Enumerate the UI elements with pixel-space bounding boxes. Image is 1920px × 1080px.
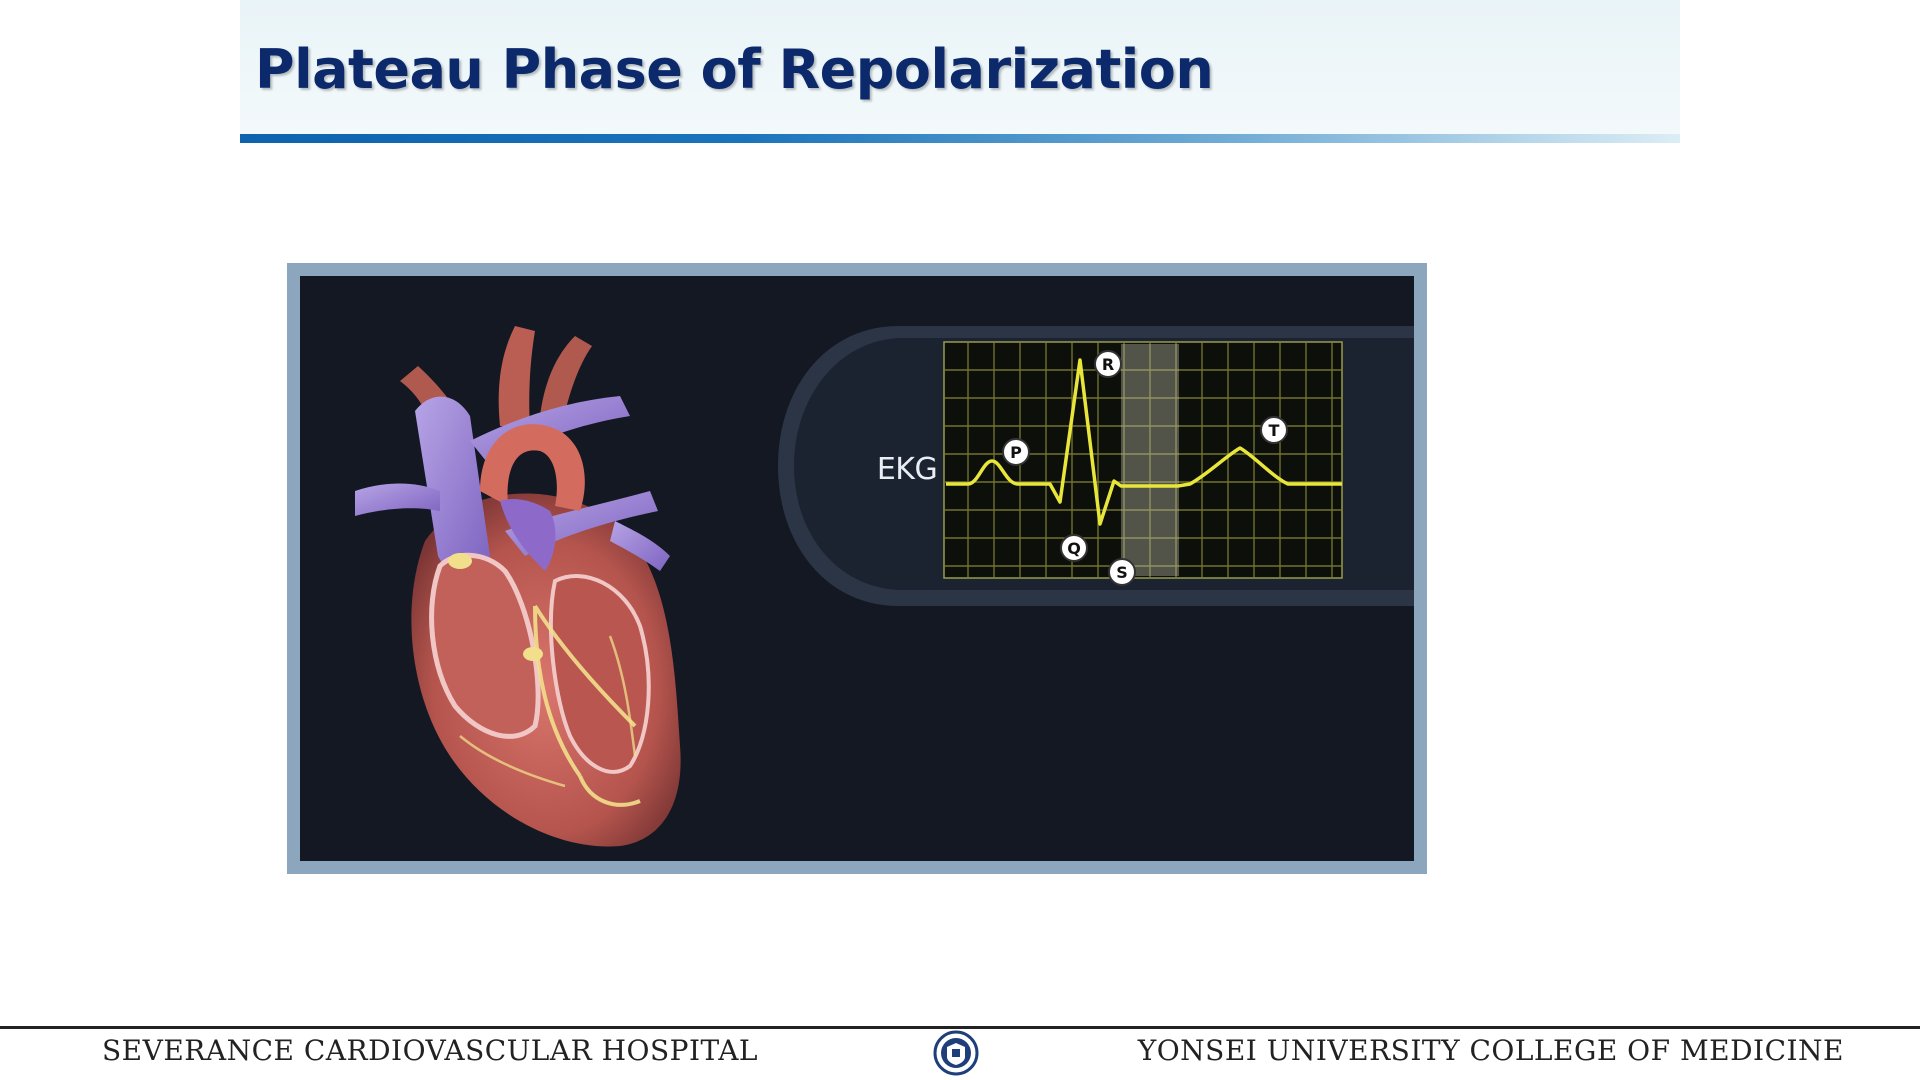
svg-text:T: T (1269, 421, 1280, 440)
wave-marker-q: Q (1060, 534, 1088, 562)
university-seal-icon (933, 1030, 979, 1076)
heart-ekg-illustration: EKG P Q R S (300, 276, 1414, 861)
footer-divider (0, 1026, 1920, 1029)
college-name: YONSEI UNIVERSITY COLLEGE OF MEDICINE (1137, 1034, 1844, 1067)
wave-marker-s: S (1108, 558, 1136, 586)
title-underline (240, 134, 1680, 143)
hospital-name: SEVERANCE CARDIOVASCULAR HOSPITAL (102, 1034, 759, 1067)
wave-marker-t: T (1260, 416, 1288, 444)
ekg-label: EKG (876, 452, 938, 487)
title-banner (240, 0, 1680, 136)
ekg-wave-markers: P Q R S T (1002, 350, 1288, 586)
svg-text:Q: Q (1067, 539, 1081, 558)
svg-text:P: P (1010, 443, 1022, 462)
svg-text:R: R (1102, 355, 1114, 374)
ekg-monitor (778, 326, 1414, 606)
slide-title: Plateau Phase of Repolarization (255, 38, 1214, 101)
figure-frame: EKG P Q R S (287, 263, 1427, 874)
svg-text:S: S (1116, 563, 1128, 582)
wave-marker-r: R (1094, 350, 1122, 378)
heart-illustration (355, 326, 681, 847)
wave-marker-p: P (1002, 438, 1030, 466)
